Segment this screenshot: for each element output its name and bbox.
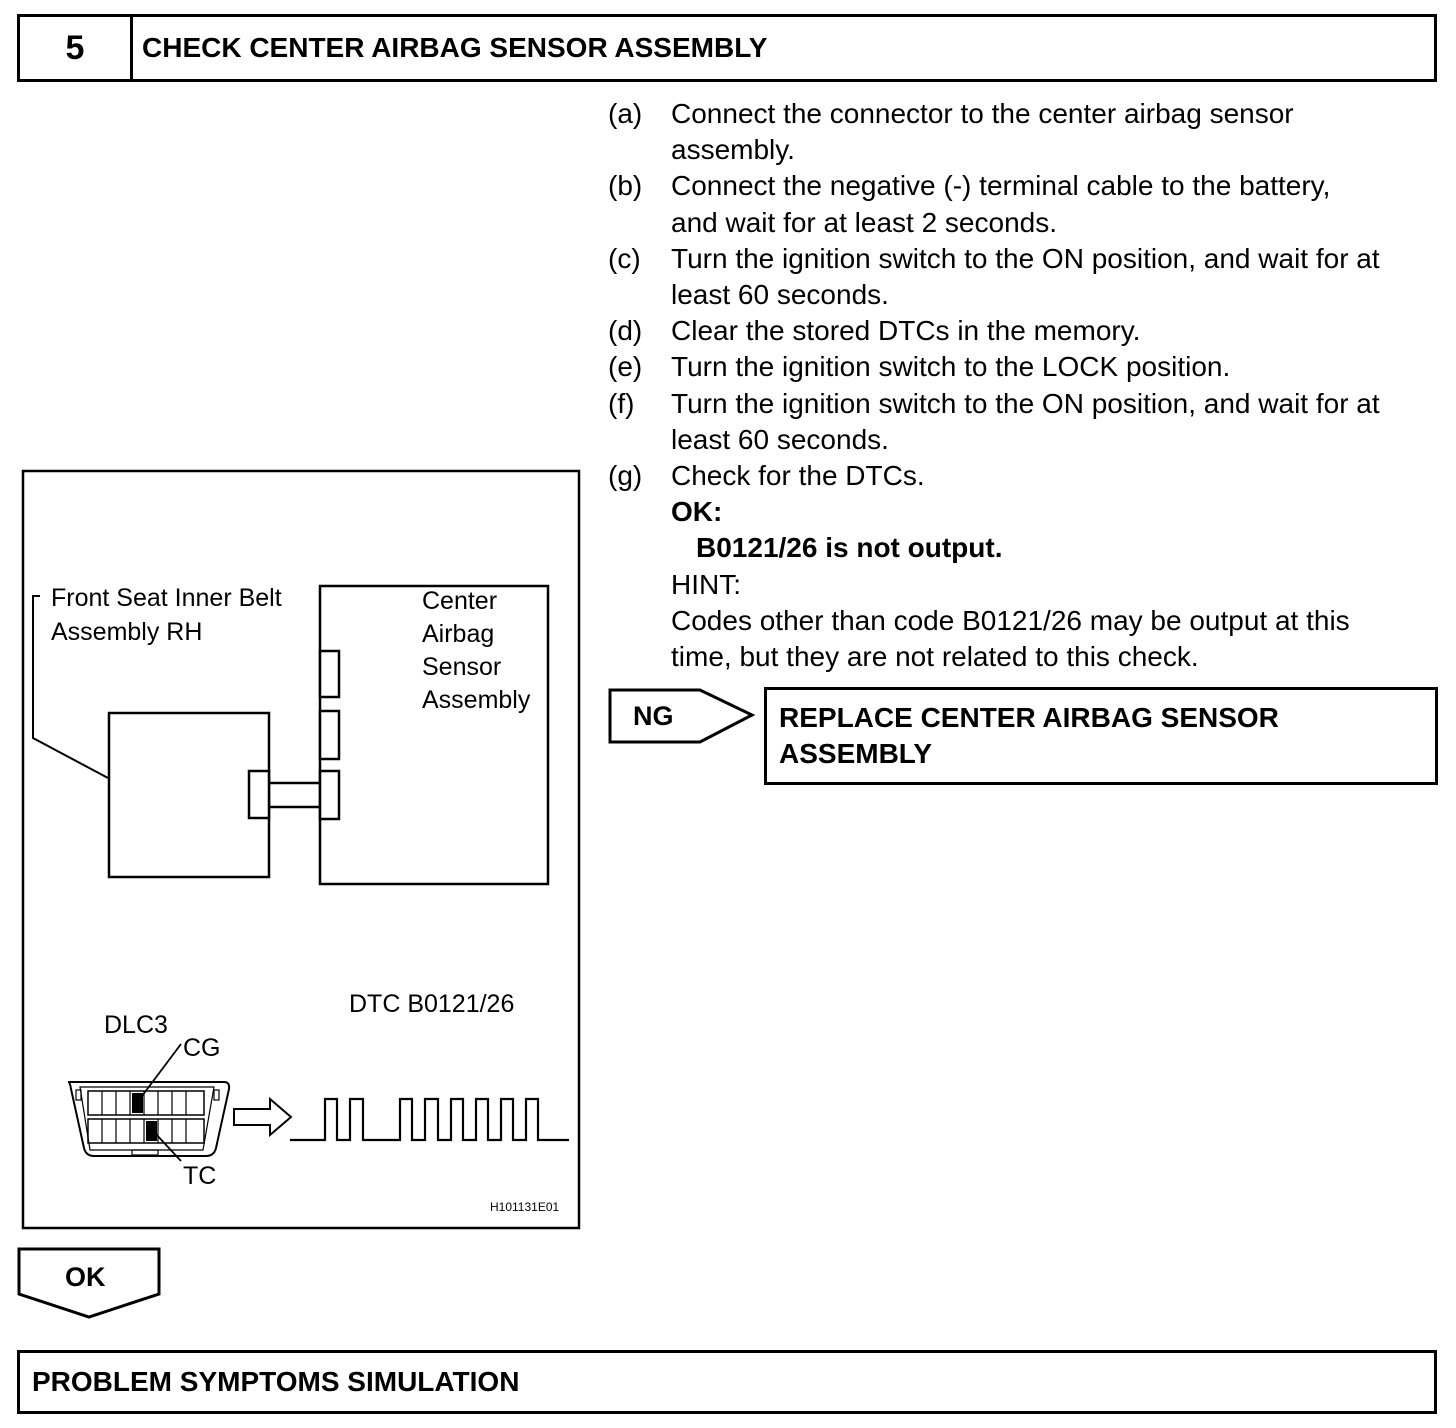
- step-header: 5 CHECK CENTER AIRBAG SENSOR ASSEMBLY: [17, 14, 1437, 82]
- instruction-label: (d): [608, 315, 643, 347]
- dlc3-connector: [67, 1043, 231, 1162]
- instruction-text: Turn the ignition switch to the ON posit…: [671, 241, 1440, 313]
- ok-heading: OK:: [671, 496, 723, 528]
- instruction-label: (g): [608, 460, 643, 492]
- instruction-line: and wait for at least 2 seconds.: [671, 206, 1057, 238]
- dtc-label: DTC B0121/26: [349, 990, 514, 1018]
- dlc3-label: DLC3: [104, 1011, 168, 1039]
- ng-arrow-shape: [608, 688, 756, 744]
- ng-arrow: NG: [608, 688, 756, 744]
- tc-label: TC: [183, 1162, 216, 1190]
- ok-label: OK: [65, 1262, 106, 1292]
- instruction-label: (b): [608, 170, 643, 202]
- hint-line: Codes other than code B0121/26 may be ou…: [671, 604, 1350, 636]
- instruction-item: (d) Clear the stored DTCs in the memory.: [608, 313, 1440, 349]
- instruction-text: Clear the stored DTCs in the memory.: [671, 313, 1440, 349]
- instruction-item: (b) Connect the negative (-) terminal ca…: [608, 168, 1440, 240]
- ng-label: NG: [633, 701, 674, 731]
- belt-label-line: Front Seat Inner Belt: [51, 584, 282, 612]
- instruction-item: (f) Turn the ignition switch to the ON p…: [608, 386, 1440, 458]
- instruction-line: least 60 seconds.: [671, 279, 889, 311]
- instruction-line: assembly.: [671, 134, 795, 166]
- instruction-list: (a) Connect the connector to the center …: [608, 96, 1440, 675]
- instruction-line: least 60 seconds.: [671, 423, 889, 455]
- hint-label: HINT:: [671, 568, 741, 600]
- dlc3-key: [131, 1149, 159, 1156]
- sensor-label-line: Sensor: [422, 653, 501, 681]
- instruction-text: Turn the ignition switch to the LOCK pos…: [671, 349, 1440, 385]
- ok-value: B0121/26 is not output.: [696, 532, 1003, 564]
- sensor-label-line: Airbag: [422, 620, 494, 648]
- instruction-line: Clear the stored DTCs in the memory.: [671, 315, 1141, 347]
- instruction-label: (c): [608, 242, 641, 274]
- instruction-label: (f): [608, 387, 635, 419]
- sensor-connector: [318, 769, 341, 821]
- instruction-label: (a): [608, 98, 643, 129]
- sensor-connector: [318, 709, 341, 761]
- sensor-connector: [318, 649, 341, 699]
- instruction-text: Connect the connector to the center airb…: [671, 96, 1440, 168]
- instruction-line: Connect the connector to the center airb…: [671, 98, 1294, 129]
- sensor-label-line: Assembly: [422, 686, 531, 714]
- next-step-box: PROBLEM SYMPTOMS SIMULATION: [17, 1350, 1437, 1414]
- figure-code: H101131E01: [490, 1200, 559, 1214]
- step-number: 5: [20, 17, 133, 79]
- ok-arrow: OK: [17, 1247, 161, 1319]
- instruction-line: Connect the negative (-) terminal cable …: [671, 170, 1331, 202]
- instruction-text: Check for the DTCs.: [671, 458, 1440, 494]
- instruction-item: (c) Turn the ignition switch to the ON p…: [608, 241, 1440, 313]
- ng-action-line: REPLACE CENTER AIRBAG SENSOR: [779, 702, 1279, 733]
- belt-label-line: Assembly RH: [51, 618, 202, 646]
- instruction-line: Check for the DTCs.: [671, 460, 925, 492]
- instruction-text: Turn the ignition switch to the ON posit…: [671, 386, 1440, 458]
- dtc-waveform: [290, 1097, 569, 1142]
- step-title: CHECK CENTER AIRBAG SENSOR ASSEMBLY: [142, 32, 768, 63]
- diagram-figure: Front Seat Inner Belt Assembly RH Center…: [21, 469, 581, 1230]
- tc-leader-line: [153, 1131, 182, 1162]
- instruction-item: (e) Turn the ignition switch to the LOCK…: [608, 349, 1440, 385]
- instruction-item: (g) Check for the DTCs.: [608, 458, 1440, 494]
- dlc3-latch: [213, 1089, 220, 1101]
- instruction-item: (a) Connect the connector to the center …: [608, 96, 1440, 168]
- sensor-label-line: Center: [422, 587, 497, 615]
- belt-leader-line: [32, 595, 109, 779]
- dlc3-pin-row: [87, 1118, 205, 1144]
- belt-connector: [247, 769, 271, 820]
- next-step-title: PROBLEM SYMPTOMS SIMULATION: [32, 1366, 520, 1397]
- tc-terminal: [146, 1121, 157, 1141]
- ng-action-line: ASSEMBLY: [779, 738, 933, 769]
- cg-label: CG: [183, 1034, 221, 1062]
- ng-action-text: REPLACE CENTER AIRBAG SENSOR ASSEMBLY: [779, 700, 1279, 772]
- ok-arrow-shape: [17, 1247, 161, 1319]
- dlc3-latch: [75, 1089, 82, 1101]
- instruction-line: Turn the ignition switch to the ON posit…: [671, 387, 1380, 419]
- hollow-arrow-icon: [233, 1096, 293, 1138]
- instruction-label: (e): [608, 351, 643, 383]
- instruction-line: Turn the ignition switch to the LOCK pos…: [671, 351, 1231, 383]
- hint-line: time, but they are not related to this c…: [671, 641, 1199, 673]
- instruction-line: Turn the ignition switch to the ON posit…: [671, 242, 1380, 274]
- cg-terminal: [132, 1093, 143, 1113]
- dlc3-shell: [67, 1081, 231, 1157]
- ng-action-box: REPLACE CENTER AIRBAG SENSOR ASSEMBLY: [764, 687, 1438, 785]
- dlc3-inner-shell: [79, 1086, 215, 1151]
- dlc3-pin-dividers: [101, 1091, 187, 1143]
- cg-leader-line: [138, 1043, 182, 1101]
- instruction-text: Connect the negative (-) terminal cable …: [671, 168, 1440, 240]
